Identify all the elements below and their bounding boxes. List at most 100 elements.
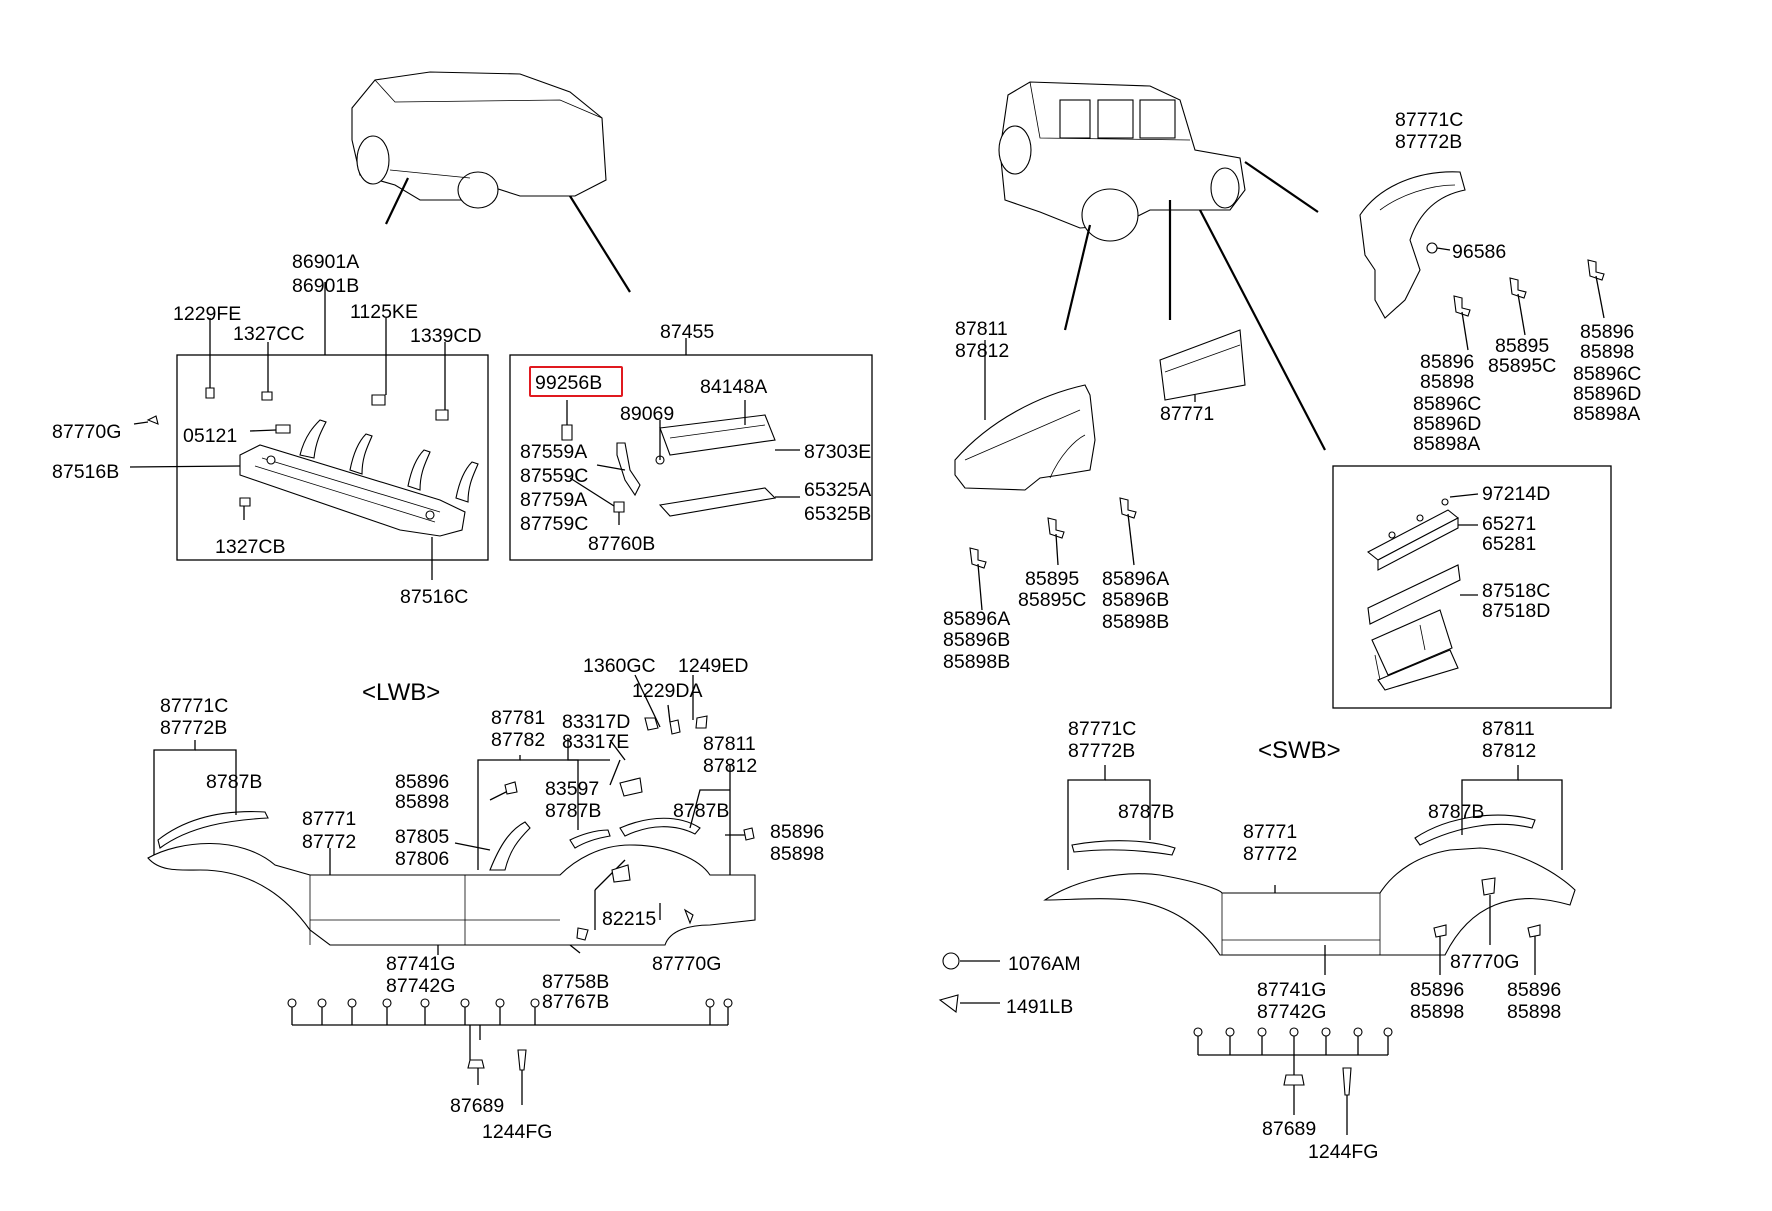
highlighted-part-box [529, 366, 623, 397]
part-label: 85896 [395, 771, 449, 793]
part-label: 1491LB [1006, 996, 1073, 1018]
part-label: 85896A [943, 608, 1010, 630]
part-label: 8787B [673, 800, 729, 822]
lwb-vehicle-sketch [351, 71, 631, 293]
part-label: 85895 [1025, 568, 1079, 590]
part-label: 87805 [395, 826, 449, 848]
part-label: 87812 [703, 755, 757, 777]
step-fasteners [146, 387, 449, 507]
part-label: 85896B [1102, 589, 1169, 611]
part-label: 1249ED [678, 655, 748, 677]
part-label: 87811 [955, 318, 1008, 340]
part-label: 85896 [1420, 351, 1474, 373]
part-label: 84148A [700, 376, 767, 398]
part-label: 1327CC [233, 323, 305, 345]
part-label: 1360GC [583, 655, 656, 677]
part-label: 87518C [1482, 580, 1550, 602]
part-label: 85898A [1573, 403, 1640, 425]
swb-vehicle-sketch [998, 81, 1326, 451]
part-label: 87303E [804, 441, 871, 463]
part-label: 87781 [491, 707, 545, 729]
part-label: 85898 [395, 791, 449, 813]
swb-step-box [1332, 465, 1612, 709]
part-label: 85895C [1018, 589, 1086, 611]
part-label: 85896C [1413, 393, 1481, 415]
part-label: 87689 [450, 1095, 504, 1117]
part-label: 89069 [620, 403, 674, 425]
part-label: 1076AM [1008, 953, 1081, 975]
part-label: 85896 [770, 821, 824, 843]
part-label: 87812 [955, 340, 1009, 362]
swb-body-outline [1043, 814, 1576, 956]
part-label: 85898 [1507, 1001, 1561, 1023]
part-label: 1125KE [350, 301, 418, 323]
part-label: 87559A [520, 441, 587, 463]
part-label: 1327CB [215, 536, 285, 558]
part-label: 87741G [386, 953, 455, 975]
rear-wheel-arch [1359, 171, 1466, 319]
part-label: 85896 [1580, 321, 1634, 343]
part-label: 85898B [1102, 611, 1169, 633]
part-label: 85896D [1573, 383, 1641, 405]
part-label: 87759C [520, 513, 588, 535]
part-label: 85896 [1507, 979, 1561, 1001]
swb-step-parts [1366, 493, 1479, 691]
part-label: 85896C [1573, 363, 1641, 385]
part-label: 85896D [1413, 413, 1481, 435]
step-leaders [129, 282, 687, 580]
swb-leaders [960, 765, 1563, 1004]
lwb-small-parts [504, 715, 755, 941]
part-label: 87772 [1243, 843, 1297, 865]
side-step-box [176, 354, 489, 561]
part-label: 65271 [1482, 513, 1536, 535]
part-label: 85896B [943, 629, 1010, 651]
part-label: 65281 [1482, 533, 1536, 555]
swb-clip-rail [1193, 1027, 1393, 1135]
part-label: 87760B [588, 533, 655, 555]
part-label: 87559C [520, 465, 588, 487]
part-label: 82215 [602, 908, 656, 930]
part-label: 87811 [703, 733, 756, 755]
part-label: 85898 [1420, 371, 1474, 393]
part-label: 87782 [491, 729, 545, 751]
highlighted-part-label: 99256B [535, 372, 602, 394]
part-label: 87741G [1257, 979, 1326, 1001]
part-label: 87771C [1068, 718, 1136, 740]
swb-section-title: <SWB> [1258, 737, 1341, 764]
part-label: 85898B [943, 651, 1010, 673]
part-label: 87771C [1395, 109, 1463, 131]
part-number-labels: 86901A 86901B 1229FE 1125KE 1327CC 1339C… [52, 109, 1641, 1163]
part-label: 85898 [1410, 1001, 1464, 1023]
part-label: 87455 [660, 321, 714, 343]
part-label: 97214D [1482, 483, 1550, 505]
part-label: 87806 [395, 848, 449, 870]
part-label: 87516B [52, 461, 119, 483]
bracket-leaders [566, 400, 800, 525]
part-label: 1229FE [173, 303, 241, 325]
part-label: 87772B [1395, 131, 1462, 153]
part-label: 87771 [1160, 403, 1214, 425]
part-label: 87767B [542, 991, 609, 1013]
part-label: 87811 [1482, 718, 1535, 740]
part-label: 05121 [183, 425, 237, 447]
part-label: 87518D [1482, 600, 1550, 622]
part-label: 1244FG [482, 1121, 552, 1143]
part-label: 1229DA [632, 680, 702, 702]
part-label: 87770G [52, 421, 121, 443]
part-label: 85895C [1488, 355, 1556, 377]
part-label: 8787B [206, 771, 262, 793]
front-fender [954, 340, 1096, 491]
part-label: 87770G [652, 953, 721, 975]
part-label: 87742G [386, 975, 455, 997]
part-label: 85895 [1495, 335, 1549, 357]
bracket-parts [561, 414, 777, 517]
side-molding [1159, 329, 1246, 402]
part-label: 85898 [1580, 341, 1634, 363]
part-label: 87771C [160, 695, 228, 717]
part-label: 83597 [545, 778, 599, 800]
part-label: 87772 [302, 831, 356, 853]
part-label: 8787B [1118, 801, 1174, 823]
part-label: 65325A [804, 479, 871, 501]
side-step-bracket-box [509, 354, 873, 561]
